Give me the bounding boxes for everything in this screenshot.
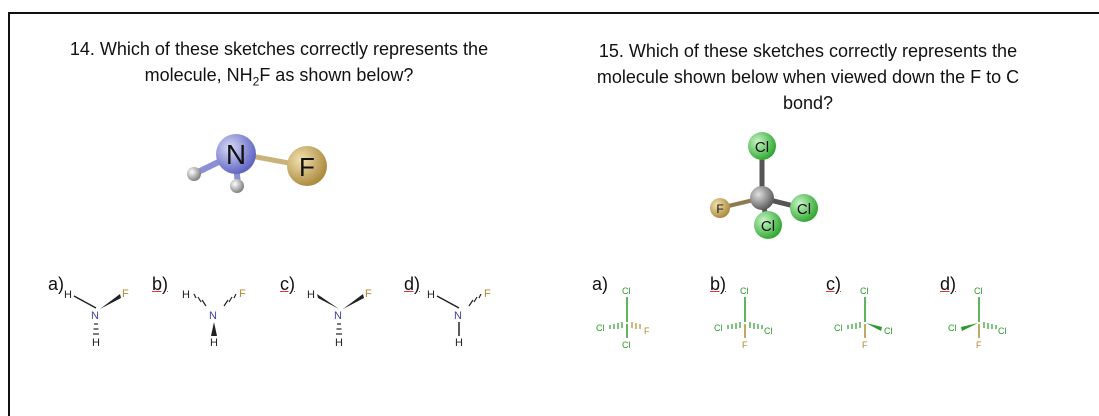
question-15-text: 15. Which of these sketches correctly re… [548,38,1068,116]
hash-bond-left [609,322,623,329]
nitrogen-atom [216,134,256,174]
svg-text:H: H [64,289,72,301]
svg-text:Cl: Cl [948,323,957,333]
svg-text:Cl: Cl [998,326,1007,336]
svg-text:N: N [454,310,462,322]
question-15-line-1: 15. Which of these sketches correctly re… [598,41,1018,61]
svg-text:Cl: Cl [860,286,869,296]
hash-bond-right [749,322,763,329]
question-14-text: 14. Which of these sketches correctly re… [44,36,514,95]
svg-text:F: F [365,288,372,300]
svg-text:Cl: Cl [714,323,723,333]
wedge-bond-left [961,323,978,331]
hash-bond-left [193,293,207,307]
question-15-line-2: molecule shown below when viewed down th… [596,67,1020,87]
svg-text:F: F [742,340,748,350]
svg-text:N: N [209,310,217,322]
hash-bond [336,323,342,335]
hash-bond-right [468,293,482,307]
svg-text:Cl: Cl [764,326,773,336]
q14-option-c-sketch[interactable]: H N F H [305,284,385,354]
ccl3f-model-image: F Cl Cl Cl [710,132,818,239]
chlorine-atom-bottom [754,211,782,239]
svg-text:H: H [182,289,190,301]
q14-option-d-sketch[interactable]: H N F H [425,284,505,354]
q15-option-d-sketch[interactable]: Cl Cl Cl F [948,282,1018,352]
fluorine-atom [287,146,327,186]
svg-text:N: N [91,310,99,322]
q15-option-a-sketch[interactable]: Cl Cl F Cl [596,282,666,352]
svg-text:F: F [976,340,982,350]
svg-text:F: F [484,288,491,300]
q14-option-a-sketch[interactable]: H N F H [62,284,142,354]
question-15-line-3: bond? [782,93,834,113]
svg-text:Cl: Cl [596,323,605,333]
hash-bond-left [847,322,861,329]
wedge-bond-right [866,323,882,331]
svg-text:Cl: Cl [974,286,983,296]
svg-text:F: F [239,288,246,300]
svg-text:F: F [862,340,868,350]
svg-text:H: H [427,289,435,301]
question-14-line-1: 14. Which of these sketches correctly re… [69,39,489,59]
worksheet-frame [8,12,1099,416]
fluorine-atom [710,198,730,218]
q15-option-b-sketch[interactable]: Cl Cl Cl F [714,282,784,352]
chlorine-label-top: Cl [755,139,769,156]
q14-option-c-letter[interactable]: c) [280,274,295,294]
wedge-bond-right [343,294,364,309]
chlorine-atom-top [748,132,776,160]
svg-text:H: H [455,337,463,349]
wedge-bond [211,322,217,336]
chlorine-label-right: Cl [797,201,811,218]
svg-text:Cl: Cl [740,286,749,296]
q15-option-b-letter[interactable]: b) [710,274,727,294]
nitrogen-label: N [226,139,246,170]
question-14-line-2: molecule, NH2F as shown below? [144,65,414,89]
q14-option-b-sketch[interactable]: H N F H [180,284,260,354]
svg-text:Cl: Cl [834,323,843,333]
hydrogen-atom-bottom [230,179,244,193]
q15-option-d-letter[interactable]: d) [940,274,957,294]
hash-bond [93,323,99,335]
nh2f-model-image: N F [187,134,327,193]
q15-option-c-sketch[interactable]: Cl Cl Cl F [834,282,904,352]
fluorine-label: F [716,202,723,216]
q14-option-b-letter[interactable]: b) [152,274,169,294]
svg-text:H: H [307,289,315,301]
svg-text:F: F [122,288,129,300]
svg-text:H: H [335,337,343,349]
svg-text:H: H [210,337,218,349]
carbon-atom [750,186,774,210]
chlorine-label-bottom: Cl [761,218,775,235]
svg-text:F: F [644,326,650,336]
hash-bond-right [983,322,997,329]
svg-text:H: H [92,337,100,349]
svg-text:Cl: Cl [884,326,893,336]
hydrogen-atom-left [187,167,201,181]
hash-bond-right [223,293,237,307]
wedge-bond [100,294,121,309]
svg-text:N: N [334,310,342,322]
svg-text:Cl: Cl [622,340,631,350]
svg-text:Cl: Cl [622,286,631,296]
fluorine-label: F [299,152,315,182]
hash-bond-right [631,322,641,329]
hash-bond-left [727,322,741,329]
chlorine-atom-right [790,194,818,222]
q14-option-d-letter[interactable]: d) [404,274,421,294]
q15-option-a-letter[interactable]: a) [592,274,609,294]
q14-option-a-letter[interactable]: a) [48,274,65,294]
wedge-bond-left [317,294,339,309]
q15-option-c-letter[interactable]: c) [826,274,841,294]
